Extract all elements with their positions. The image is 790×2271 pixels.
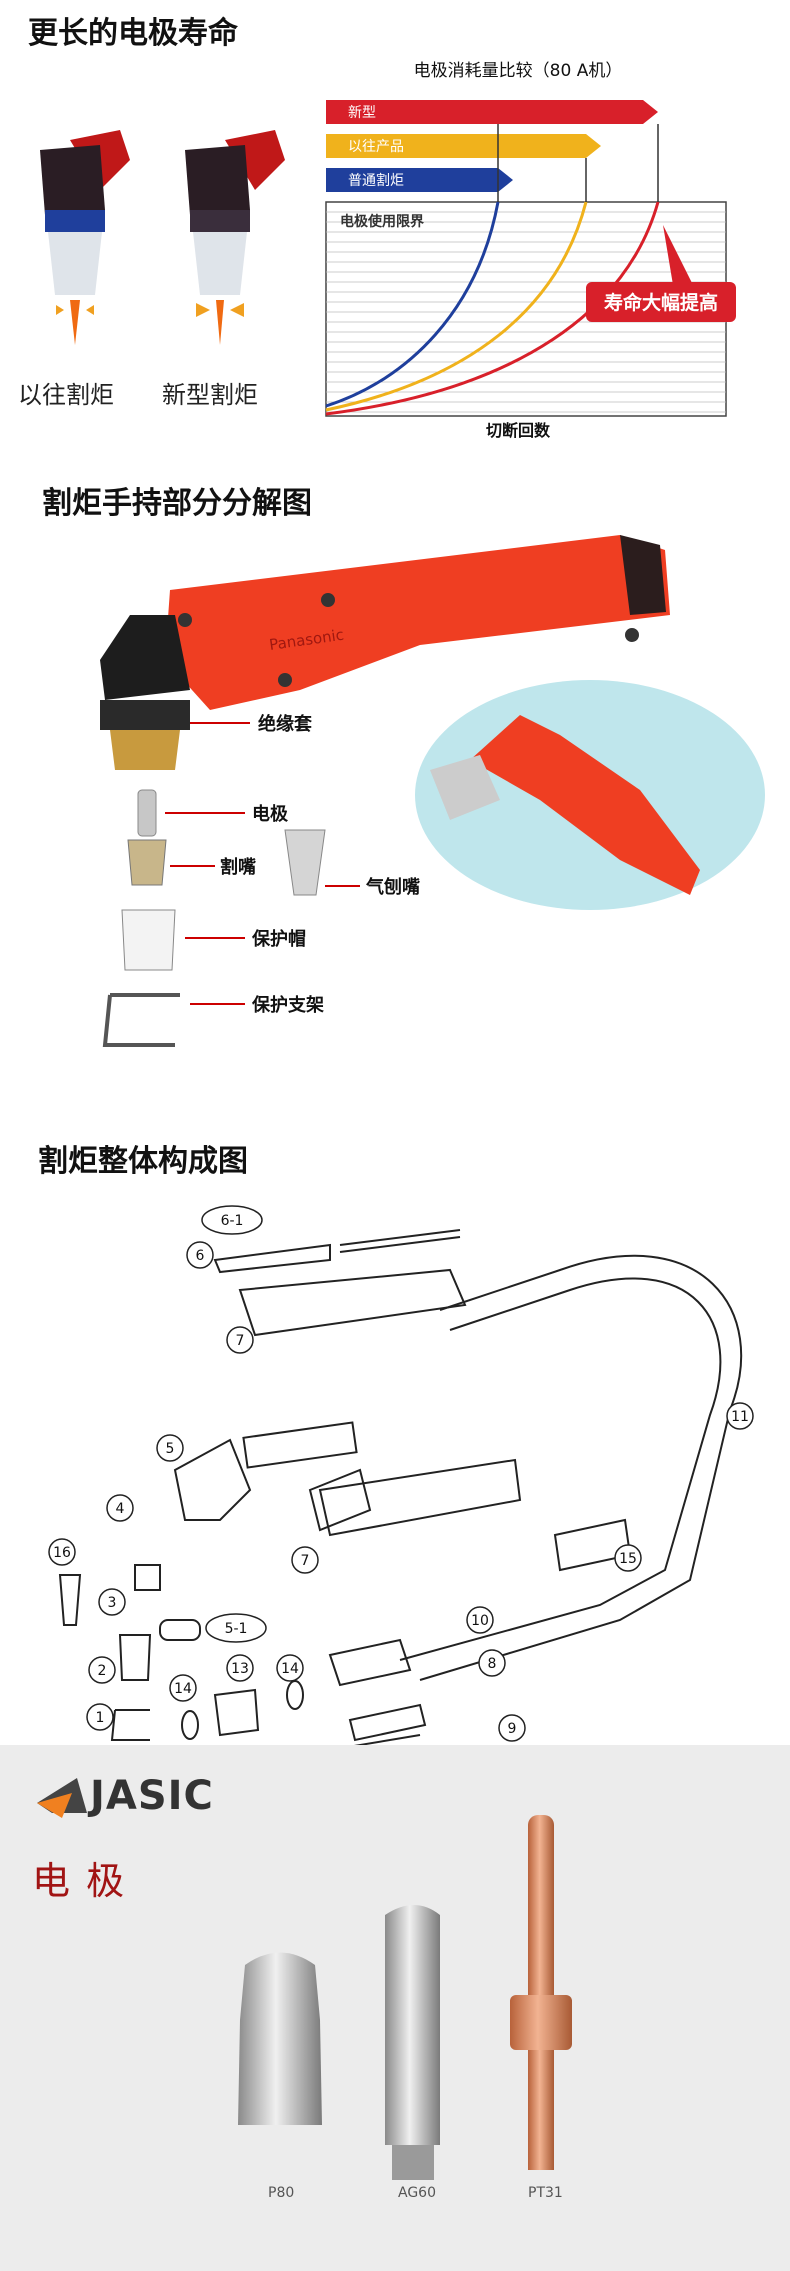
section-overall-structure: 割炬整体构成图	[0, 1100, 790, 1790]
section-title: 更长的电极寿命	[28, 16, 238, 51]
callout-number: 14	[276, 1654, 304, 1682]
series-bar-ordinary: 普通割炬	[326, 168, 513, 192]
svg-text:6-1: 6-1	[221, 1213, 244, 1229]
callout-number: 15	[614, 1544, 642, 1572]
section-title: 割炬整体构成图	[38, 1144, 248, 1179]
part-label-shield-cap: 保护帽	[252, 929, 306, 950]
x-axis-label: 切断回数	[486, 421, 551, 440]
part-label-gouging-nozzle: 气刨嘴	[366, 877, 420, 898]
old-torch-icon	[40, 130, 130, 345]
svg-text:11: 11	[731, 1409, 749, 1425]
section-handheld-exploded: 割炬手持部分分解图 Panasonic 绝缘套 电极 割嘴 气刨嘴	[0, 440, 790, 1100]
svg-text:普通割炬: 普通割炬	[348, 172, 404, 189]
chart-title: 电极消耗量比较（80 A机）	[414, 61, 623, 81]
torch-exploded-illustration: Panasonic	[100, 535, 765, 1047]
callout-number: 1	[86, 1703, 114, 1731]
svg-text:14: 14	[174, 1681, 192, 1697]
svg-text:13: 13	[231, 1661, 249, 1677]
brand-name: JASIC	[90, 1773, 214, 1819]
callout-number: 2	[88, 1656, 116, 1684]
product-section-title: 电 极	[32, 1859, 127, 1903]
callout-number: 11	[726, 1402, 754, 1430]
svg-text:7: 7	[301, 1553, 310, 1569]
svg-text:9: 9	[508, 1721, 517, 1737]
callout-number: 7	[291, 1546, 319, 1574]
electrode-products-photo	[238, 1815, 572, 2180]
svg-text:10: 10	[471, 1613, 489, 1629]
svg-text:15: 15	[619, 1551, 637, 1567]
svg-text:8: 8	[488, 1656, 497, 1672]
svg-text:14: 14	[281, 1661, 299, 1677]
svg-text:16: 16	[53, 1545, 71, 1561]
callout-number: 14	[169, 1674, 197, 1702]
annotation-callout: 寿命大幅提高	[586, 225, 736, 322]
callout-number: 16	[48, 1538, 76, 1566]
product-label-ag60: AG60	[398, 2185, 436, 2201]
section-electrode-life: 更长的电极寿命 以往割炬 新型割炬 电极消耗量比较（80 A机） 电极使用限	[0, 0, 790, 440]
svg-text:3: 3	[108, 1595, 117, 1611]
svg-text:6: 6	[196, 1248, 205, 1264]
callout-number: 5-1	[205, 1613, 267, 1643]
series-bar-new: 新型	[326, 100, 658, 124]
section-title: 割炬手持部分分解图	[42, 486, 312, 521]
callout-number: 3	[98, 1588, 126, 1616]
limit-label: 电极使用限界	[340, 213, 425, 230]
new-torch-icon	[185, 130, 285, 345]
product-label-pt31: PT31	[528, 2185, 563, 2201]
callout-number: 5	[156, 1434, 184, 1462]
section-jasic-electrodes: JASIC 电 极 P80 AG60 PT31	[0, 1745, 790, 2271]
part-label-nozzle: 割嘴	[220, 857, 256, 878]
svg-text:5: 5	[166, 1441, 175, 1457]
curve-ordinary	[325, 201, 500, 408]
svg-text:2: 2	[98, 1663, 107, 1679]
curve-previous	[325, 201, 588, 412]
svg-text:新型: 新型	[348, 105, 376, 121]
callout-number: 6	[186, 1241, 214, 1269]
callout-number: 13	[226, 1654, 254, 1682]
svg-text:4: 4	[116, 1501, 125, 1517]
series-bar-previous: 以往产品	[326, 134, 601, 158]
new-torch-label: 新型割炬	[162, 381, 258, 409]
svg-text:7: 7	[236, 1333, 245, 1349]
part-label-electrode: 电极	[252, 804, 288, 825]
callout-number: 10	[466, 1606, 494, 1634]
curve-new	[325, 201, 660, 416]
svg-text:1: 1	[96, 1710, 105, 1726]
torch-comparison-illustration	[40, 130, 285, 345]
product-label-p80: P80	[268, 2185, 295, 2201]
callout-number: 8	[478, 1649, 506, 1677]
old-torch-label: 以往割炬	[18, 381, 114, 409]
part-label-guide: 保护支架	[252, 995, 324, 1016]
electrode-consumption-chart: 电极消耗量比较（80 A机） 电极使用限界 新型 以往产品 普通割炬 寿命大幅提…	[325, 61, 736, 440]
part-label-insulator: 绝缘套	[258, 714, 312, 735]
svg-text:寿命大幅提高: 寿命大幅提高	[604, 291, 718, 314]
svg-text:5-1: 5-1	[225, 1621, 248, 1637]
callout-number: 4	[106, 1494, 134, 1522]
jasic-logo-icon	[37, 1778, 87, 1818]
svg-text:以往产品: 以往产品	[348, 139, 404, 155]
callout-number: 6-1	[201, 1205, 263, 1235]
callout-number: 7	[226, 1326, 254, 1354]
callout-number: 9	[498, 1714, 526, 1742]
